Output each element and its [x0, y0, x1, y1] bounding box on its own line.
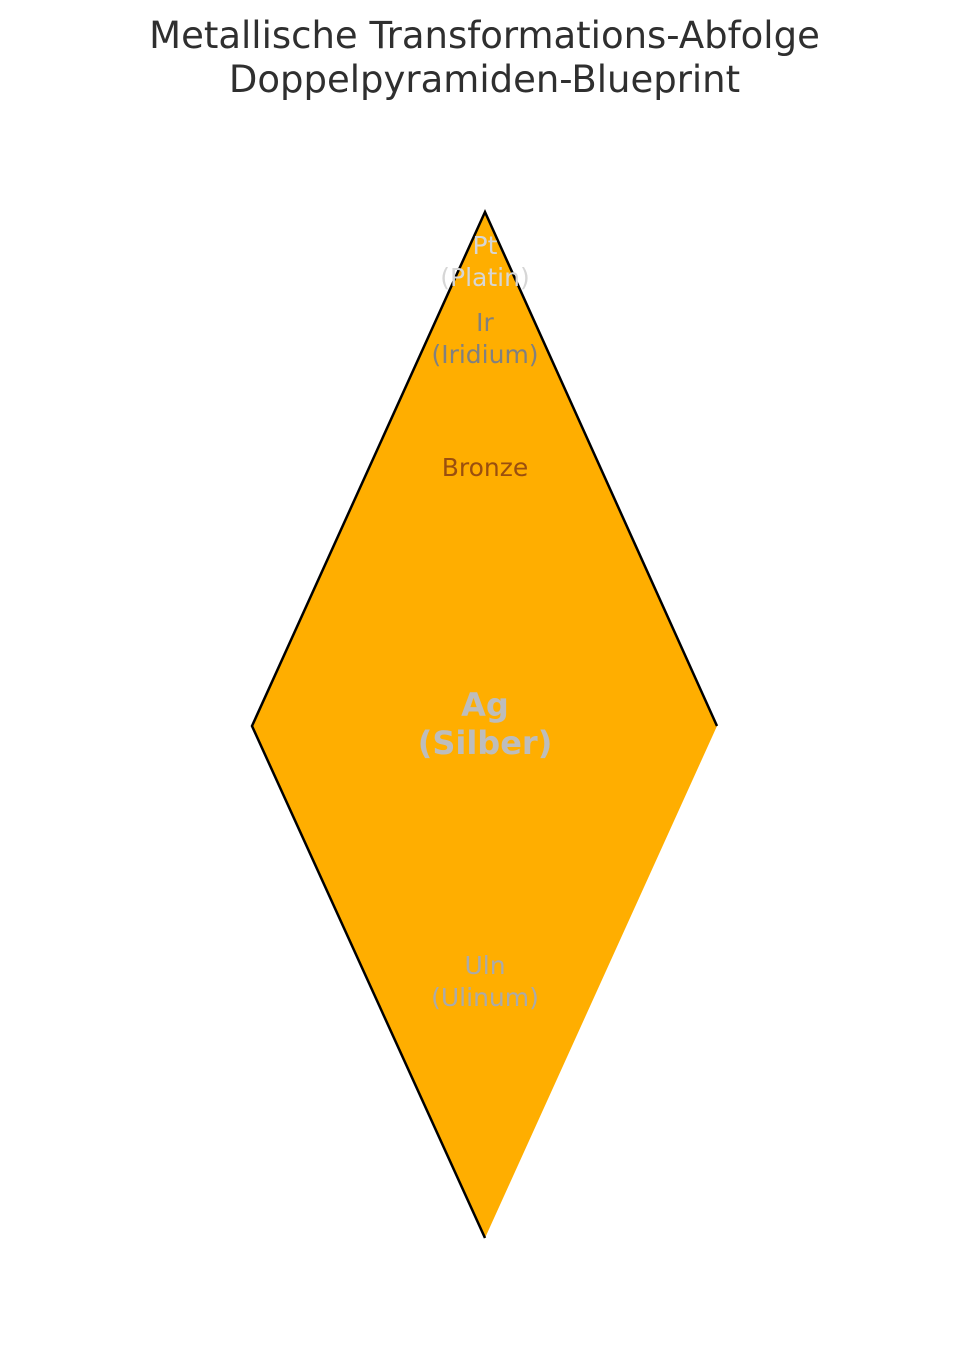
label-platinum: Pt (Platin) — [335, 230, 635, 294]
label-platinum-name: (Platin) — [440, 263, 530, 292]
label-ulinum-name: (Ulinum) — [431, 983, 539, 1012]
diagram-title: Metallische Transformations-Abfolge Dopp… — [0, 14, 969, 102]
title-line-1: Metallische Transformations-Abfolge — [149, 14, 820, 57]
title-line-2: Doppelpyramiden-Blueprint — [228, 58, 741, 101]
label-silver-name: (Silber) — [417, 724, 553, 762]
label-silver: Ag (Silber) — [335, 686, 635, 762]
label-ulinum: Uln (Ulinum) — [335, 950, 635, 1014]
label-silver-symbol: Ag — [461, 686, 509, 724]
label-platinum-symbol: Pt — [472, 231, 498, 260]
double-pyramid-outline — [250, 208, 719, 1239]
label-iridium-symbol: Ir — [476, 308, 494, 337]
label-bronze: Bronze — [335, 452, 635, 484]
label-ulinum-symbol: Uln — [464, 951, 506, 980]
label-bronze-name: Bronze — [441, 453, 529, 482]
label-iridium-name: (Iridium) — [431, 340, 539, 369]
label-iridium: Ir (Iridium) — [335, 307, 635, 371]
